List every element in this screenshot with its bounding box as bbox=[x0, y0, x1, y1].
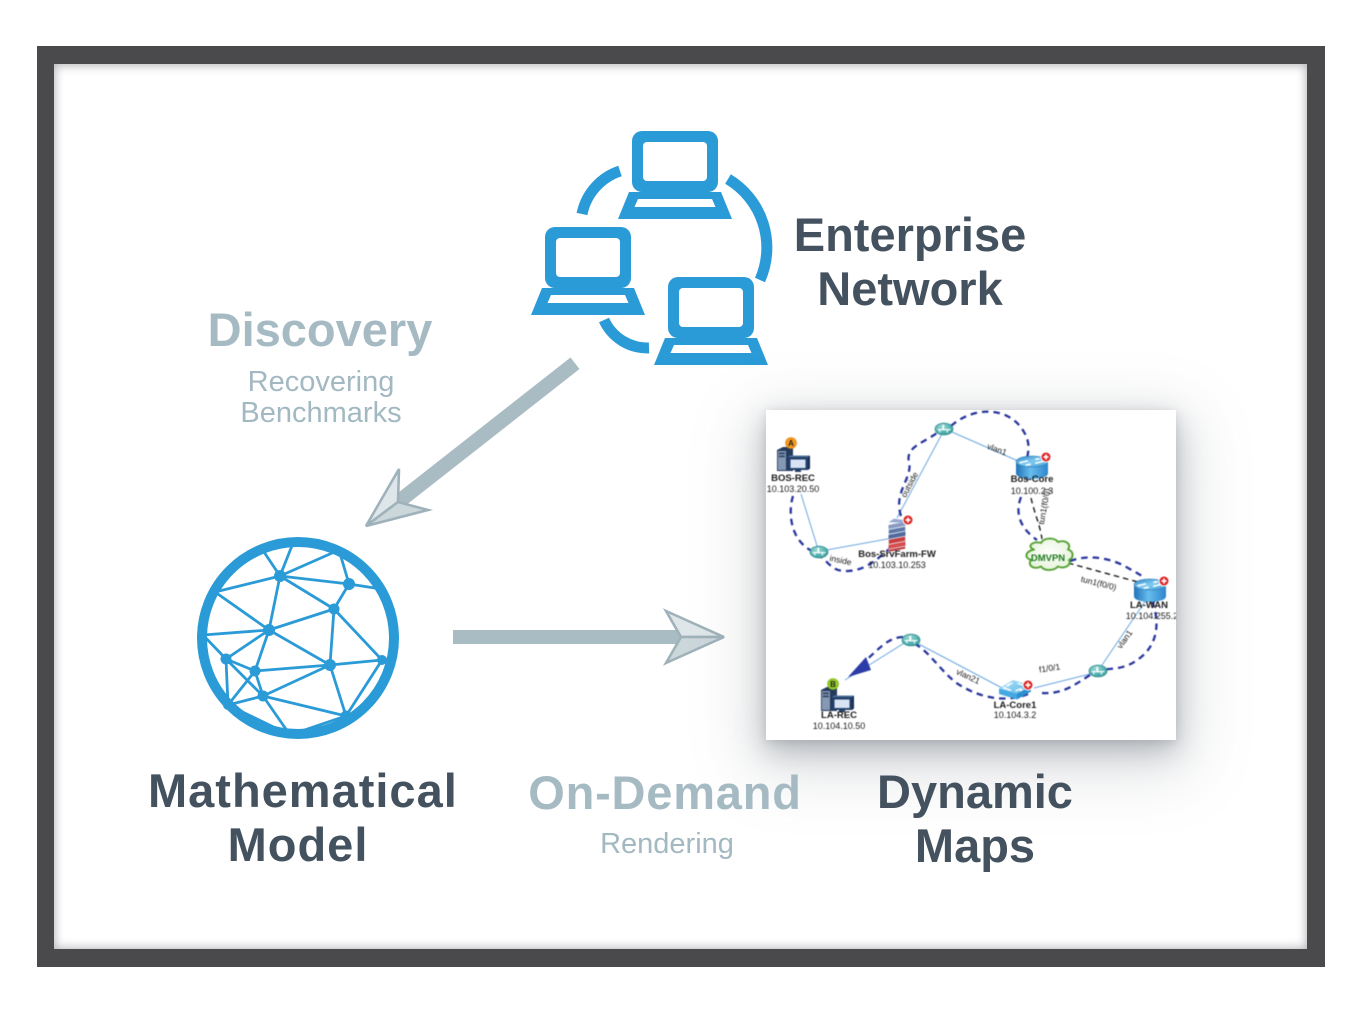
svg-text:vlan1: vlan1 bbox=[1115, 628, 1135, 651]
svg-text:10.104.3.2: 10.104.3.2 bbox=[994, 710, 1037, 720]
svg-text:BOS-REC: BOS-REC bbox=[771, 473, 815, 484]
svg-text:tun1(f0/0): tun1(f0/0) bbox=[1080, 574, 1118, 593]
svg-text:10.100.2.3: 10.100.2.3 bbox=[1011, 486, 1054, 496]
svg-text:LA-Core1: LA-Core1 bbox=[994, 700, 1037, 711]
svg-text:LA-WAN: LA-WAN bbox=[1130, 600, 1168, 611]
svg-text:10.104.255.2: 10.104.255.2 bbox=[1126, 611, 1176, 621]
svg-text:10.103.20.50: 10.103.20.50 bbox=[767, 484, 820, 494]
svg-text:vlan1: vlan1 bbox=[986, 441, 1009, 457]
svg-text:10.104.10.50: 10.104.10.50 bbox=[813, 721, 866, 731]
svg-text:LA-REC: LA-REC bbox=[821, 710, 857, 721]
svg-text:outside: outside bbox=[898, 470, 920, 499]
svg-text:10.103.10.253: 10.103.10.253 bbox=[868, 560, 926, 570]
svg-text:f1/0/1: f1/0/1 bbox=[1038, 661, 1061, 674]
svg-text:Bos-SrvFarm-FW: Bos-SrvFarm-FW bbox=[858, 549, 936, 560]
svg-text:inside: inside bbox=[829, 553, 853, 567]
svg-text:DMVPN: DMVPN bbox=[1031, 553, 1066, 563]
svg-text:Bos-Core: Bos-Core bbox=[1011, 474, 1054, 485]
